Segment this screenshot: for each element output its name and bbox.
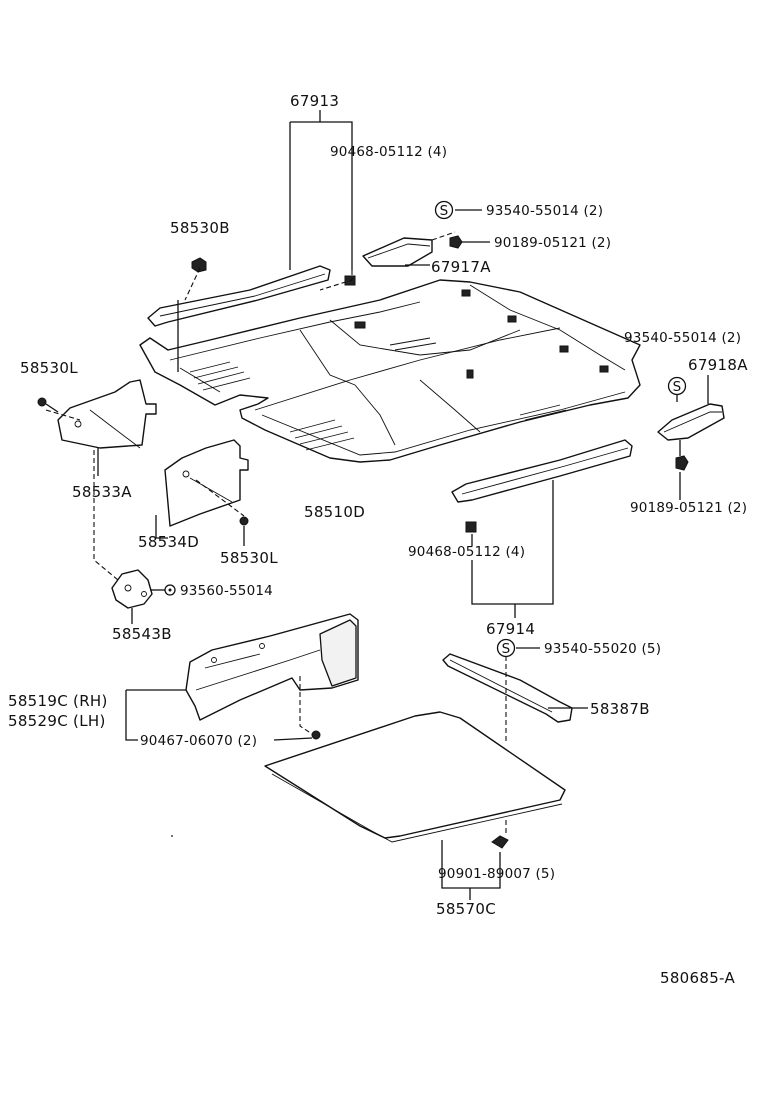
scuff-plate-67914 [451, 439, 633, 533]
svg-text:S: S [502, 641, 511, 657]
bar-58387b [442, 653, 573, 723]
label-58570c: 58570C [436, 900, 496, 918]
plate-67917a [362, 237, 433, 267]
label-58510d: 58510D [304, 503, 365, 521]
panel-58519c [185, 613, 359, 721]
leader-lines [45, 110, 709, 900]
label-90468-05112-top: 90468-05112 (4) [330, 144, 447, 160]
plate-67918a [657, 403, 725, 441]
label-93540-55014-top: 93540-55014 (2) [486, 203, 603, 219]
label-67917a: 67917A [431, 258, 491, 276]
diagram-code: 580685-A [660, 969, 735, 987]
svg-text:S: S [673, 379, 682, 395]
bracket-58533a [37, 379, 157, 449]
label-58529c-lh: 58529C (LH) [8, 712, 106, 730]
label-90467-06070: 90467-06070 (2) [140, 733, 257, 749]
label-93560-55014: 93560-55014 [180, 583, 273, 599]
label-67918a: 67918A [688, 356, 748, 374]
stray-dot [171, 835, 173, 837]
label-58533a: 58533A [72, 483, 132, 501]
label-58530l-mid: 58530L [220, 549, 278, 567]
label-90901-89007: 90901-89007 (5) [438, 866, 555, 882]
label-90468-05112-mid: 90468-05112 (4) [408, 544, 525, 560]
label-58387b: 58387B [590, 700, 650, 718]
s-symbol-bottom: S [496, 638, 516, 658]
label-90189-05121-right: 90189-05121 (2) [630, 500, 747, 516]
label-93540-55014-right: 93540-55014 (2) [624, 330, 741, 346]
label-67914: 67914 [486, 620, 535, 638]
washer-symbol [164, 584, 176, 596]
label-58530b: 58530B [170, 219, 230, 237]
label-58534d: 58534D [138, 533, 199, 551]
s-symbol-top: S [434, 200, 454, 220]
label-58530l-left: 58530L [20, 359, 78, 377]
s-symbol-right: S [667, 376, 687, 396]
label-93540-55020: 93540-55020 (5) [544, 641, 661, 657]
bracket-58534d [164, 439, 249, 527]
label-90189-05121-top: 90189-05121 (2) [494, 235, 611, 251]
label-58519c-rh: 58519C (RH) [8, 692, 108, 710]
bracket-58543b [111, 569, 153, 609]
svg-text:S: S [440, 203, 449, 219]
fasteners [191, 235, 689, 471]
mat-58570c [264, 711, 566, 849]
label-58543b: 58543B [112, 625, 172, 643]
label-67913: 67913 [290, 92, 339, 110]
floor-carpet-58510d [139, 279, 641, 463]
